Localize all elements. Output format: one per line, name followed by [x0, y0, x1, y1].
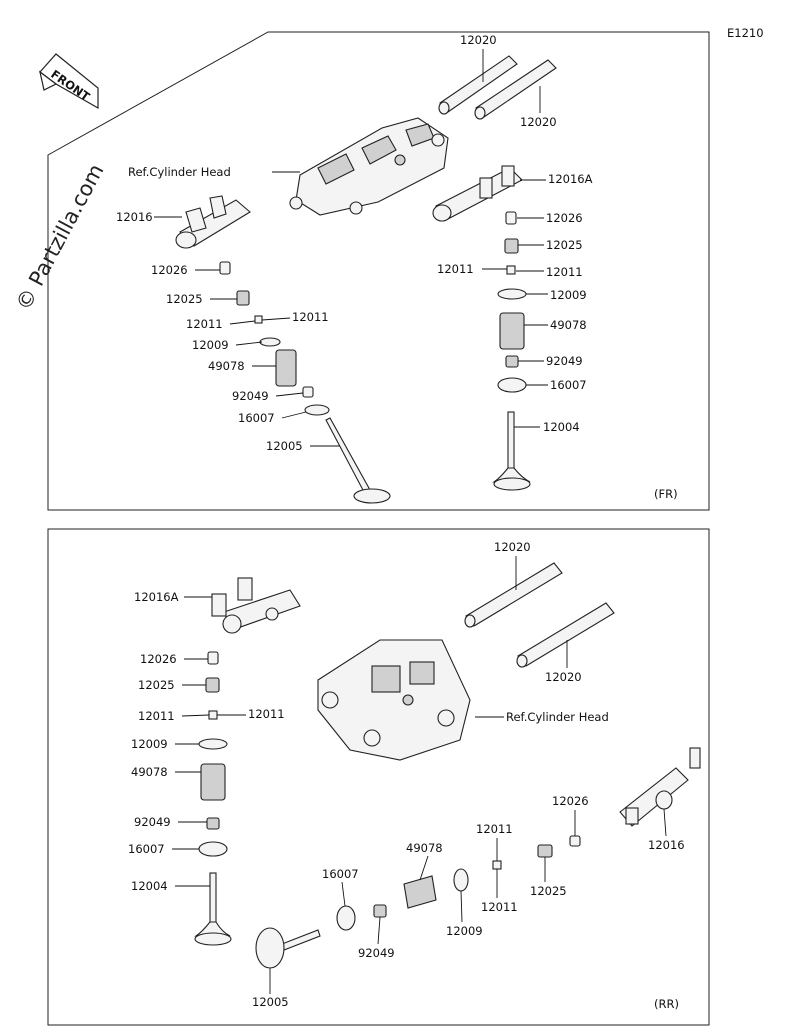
leader-lines-front	[154, 49, 548, 447]
rocker-arm-12016-front	[175, 195, 251, 249]
label-rr-12020-right: 12020	[545, 670, 582, 684]
label-fr-right-12025: 12025	[546, 238, 583, 252]
label-fr-right-12011b: 12011	[546, 265, 583, 279]
rear-panel-tag: (RR)	[654, 997, 679, 1011]
label-fr-left-16007: 16007	[238, 411, 275, 425]
diagram-code: E1210	[727, 26, 764, 40]
label-fr-left-49078: 49078	[208, 359, 245, 373]
valve-stack-front-left	[219, 261, 391, 504]
rear-panel-frame	[47, 528, 710, 1026]
cylinder-head-front	[289, 117, 449, 216]
front-panel-frame	[47, 31, 710, 511]
label-rr-left-12011b: 12011	[248, 707, 285, 721]
label-rr-bottom-12011b: 12011	[481, 900, 518, 914]
label-fr-left-12026: 12026	[151, 263, 188, 277]
label-fr-12020-right: 12020	[520, 115, 557, 129]
label-rr-ref-cylinder-head: Ref.Cylinder Head	[506, 710, 609, 724]
label-rr-left-12025: 12025	[138, 678, 175, 692]
label-rr-bottom-49078: 49078	[406, 841, 443, 855]
watermark-text: © Partzilla.com	[11, 160, 108, 314]
label-fr-12020-top: 12020	[460, 33, 497, 47]
valve-stack-rear-bottom	[255, 835, 581, 969]
label-rr-left-12011a: 12011	[138, 709, 175, 723]
cylinder-head-rear	[317, 639, 471, 761]
valve-stack-front-right	[492, 211, 531, 491]
label-fr-left-12005: 12005	[266, 439, 303, 453]
label-fr-right-49078: 49078	[550, 318, 587, 332]
label-fr-right-12004: 12004	[543, 420, 580, 434]
pushrod-12020-rear	[464, 562, 615, 668]
label-fr-right-12011a: 12011	[437, 262, 474, 276]
label-fr-left-92049: 92049	[232, 389, 269, 403]
label-rr-bottom-12009: 12009	[446, 924, 483, 938]
label-fr-right-16007: 16007	[550, 378, 587, 392]
label-rr-bottom-12005: 12005	[252, 995, 289, 1009]
front-direction-badge: FRONT	[39, 53, 99, 110]
label-rr-left-12016a: 12016A	[134, 590, 179, 604]
pushrod-12020-front	[438, 55, 557, 120]
label-rr-bottom-12025: 12025	[530, 884, 567, 898]
label-fr-left-12011b: 12011	[292, 310, 329, 324]
label-rr-left-16007: 16007	[128, 842, 165, 856]
label-fr-left-12025: 12025	[166, 292, 203, 306]
leader-lines-rear	[172, 556, 667, 994]
label-fr-left-12009: 12009	[192, 338, 229, 352]
label-fr-right-12016a: 12016A	[548, 172, 593, 186]
rocker-arm-12016-rear	[619, 747, 701, 827]
label-rr-left-92049: 92049	[134, 815, 171, 829]
label-rr-left-12004: 12004	[131, 879, 168, 893]
label-rr-bottom-16007: 16007	[322, 867, 359, 881]
label-fr-ref-cylinder-head: Ref.Cylinder Head	[128, 165, 231, 179]
label-rr-bottom-92049: 92049	[358, 946, 395, 960]
label-fr-right-12009: 12009	[550, 288, 587, 302]
label-rr-bottom-12011a: 12011	[476, 822, 513, 836]
label-rr-left-49078: 49078	[131, 765, 168, 779]
front-panel-tag: (FR)	[654, 487, 678, 501]
label-rr-12020-top: 12020	[494, 540, 531, 554]
label-rr-left-12009: 12009	[131, 737, 168, 751]
label-fr-left-12011a: 12011	[186, 317, 223, 331]
label-fr-12016: 12016	[116, 210, 153, 224]
valve-stack-rear-left	[194, 651, 232, 946]
label-fr-right-92049: 92049	[546, 354, 583, 368]
label-rr-bottom-12026: 12026	[552, 794, 589, 808]
label-rr-left-12026: 12026	[140, 652, 177, 666]
label-fr-right-12026: 12026	[546, 211, 583, 225]
rocker-arm-12016a-rear	[211, 577, 301, 634]
label-rr-bottom-12016: 12016	[648, 838, 685, 852]
